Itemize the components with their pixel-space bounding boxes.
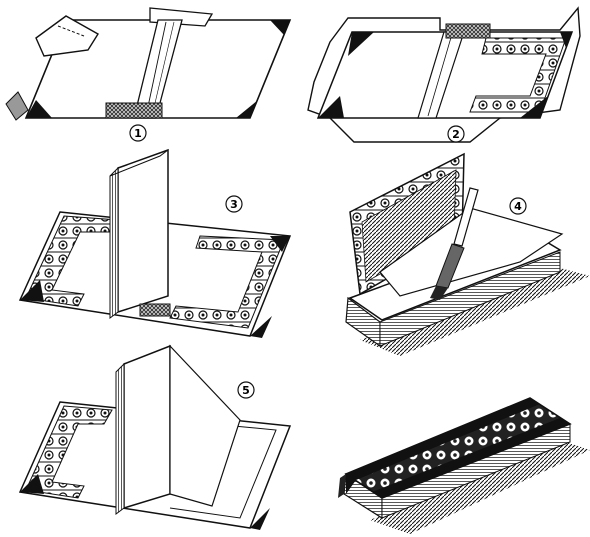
step-3-label: 3 — [230, 198, 238, 211]
step-3-illustration — [18, 148, 292, 338]
step-number-5: 5 — [237, 381, 255, 399]
step-2-illustration — [307, 6, 581, 143]
step-4-label: 4 — [514, 200, 522, 213]
step-number-3: 3 — [225, 195, 243, 213]
book-block-5 — [123, 344, 171, 510]
book-block — [117, 148, 169, 314]
step-2-label: 2 — [452, 128, 460, 141]
step-number-2: 2 — [447, 125, 465, 143]
step-4-illustration — [345, 152, 590, 356]
marbled-frame — [469, 37, 567, 113]
corner-top-right — [270, 20, 290, 35]
corner-bottom-right — [236, 100, 258, 118]
step-1-illustration — [5, 7, 292, 121]
step-number-1: 1 — [129, 124, 147, 142]
corner-triangle-left — [5, 91, 29, 121]
flyleaf — [379, 207, 564, 297]
step-number-4: 4 — [509, 197, 527, 215]
step-5-label: 5 — [242, 384, 250, 397]
finished-book-illustration — [338, 397, 590, 534]
glue-brush — [430, 187, 479, 300]
step-1-label: 1 — [134, 127, 142, 140]
book-spine-edge — [109, 166, 119, 319]
step-5-illustration — [18, 344, 292, 530]
finished-spine — [338, 474, 346, 498]
spine-tape — [105, 102, 163, 119]
corner-bottom-left — [26, 100, 52, 118]
top-tape — [445, 23, 491, 39]
paper-flap — [35, 15, 99, 57]
